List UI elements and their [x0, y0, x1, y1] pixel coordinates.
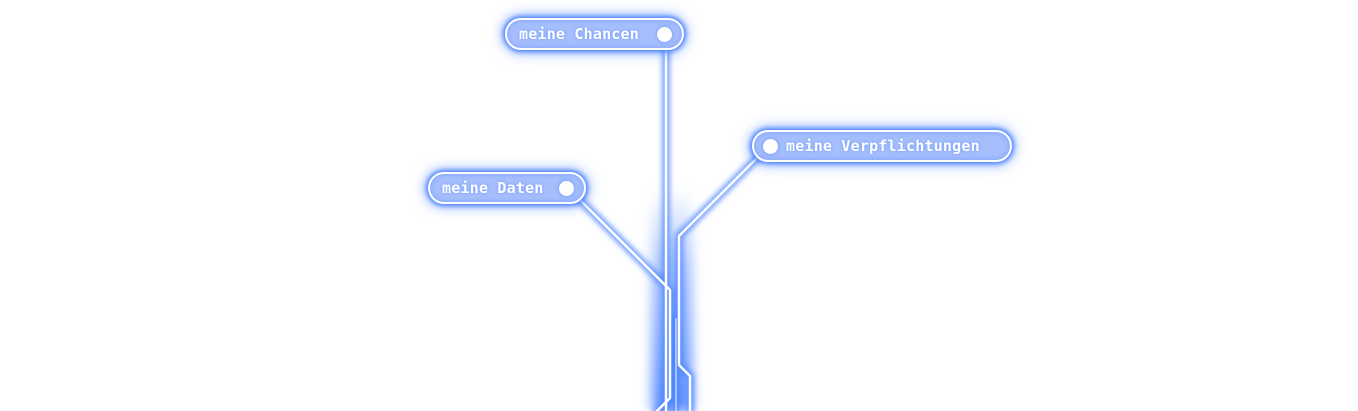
node-connector-dot — [657, 26, 672, 42]
line-daten — [567, 187, 672, 411]
line-verpflichtungen-glow — [675, 142, 773, 411]
node-label: meine Chancen — [519, 25, 639, 43]
node-meine-chancen[interactable]: meine Chancen — [505, 18, 684, 50]
line-verpflichtungen — [677, 144, 771, 411]
node-meine-verpflichtungen[interactable]: meine Verpflichtungen — [752, 130, 1012, 162]
node-label: meine Verpflichtungen — [786, 137, 980, 155]
node-connector-dot — [559, 180, 574, 196]
node-connector-dot — [763, 138, 778, 154]
node-label: meine Daten — [442, 179, 544, 197]
node-meine-daten[interactable]: meine Daten — [428, 172, 586, 204]
